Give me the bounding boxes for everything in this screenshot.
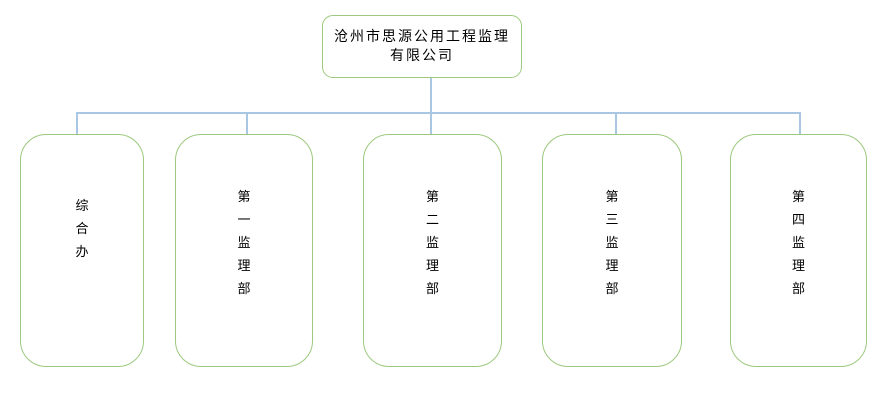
dept-box-supervision-1: 第一监理部 [175, 134, 313, 367]
dept-label: 第二监理部 [425, 190, 439, 297]
dept-label: 第一监理部 [237, 190, 251, 297]
dept-box-supervision-3: 第三监理部 [542, 134, 682, 367]
connector-trunk-line [430, 78, 432, 113]
connector-drop-line-5 [799, 112, 801, 134]
connector-horizontal-line [77, 112, 801, 114]
dept-box-supervision-2: 第二监理部 [363, 134, 502, 367]
connector-drop-line-4 [615, 112, 617, 134]
dept-box-supervision-4: 第四监理部 [730, 134, 867, 367]
dept-box-general-office: 综合办 [20, 134, 144, 367]
root-company-label-line2: 有限公司 [390, 47, 454, 64]
dept-label: 第三监理部 [605, 190, 619, 297]
connector-drop-line-3 [430, 112, 432, 134]
dept-label: 第四监理部 [791, 190, 805, 297]
dept-label: 综合办 [75, 199, 89, 260]
connector-drop-line-2 [246, 112, 248, 134]
connector-drop-line-1 [76, 112, 78, 134]
root-company-label-line1: 沧州市思源公用工程监理 [334, 28, 510, 45]
root-company-box: 沧州市思源公用工程监理 有限公司 [322, 15, 522, 78]
